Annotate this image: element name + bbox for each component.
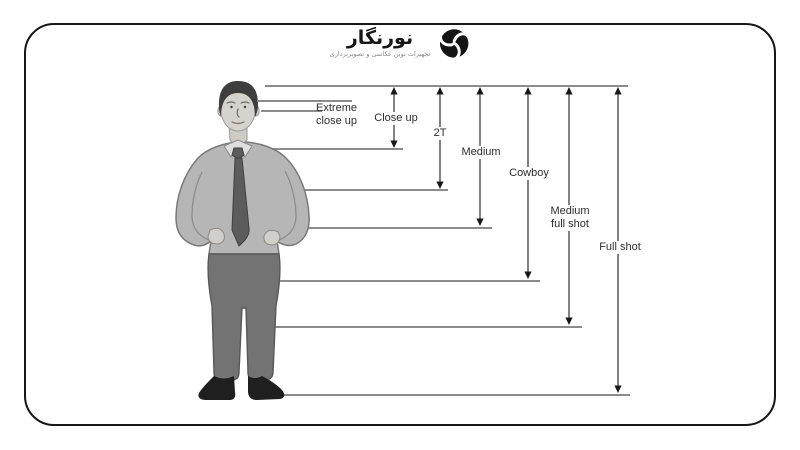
arrow-full-shot	[614, 87, 622, 393]
rounded-frame-border	[24, 23, 776, 426]
pinwheel-shutter-icon	[438, 29, 471, 60]
man-collar	[223, 139, 253, 158]
man-left-shoe	[198, 376, 236, 400]
standing-man-illustration	[175, 81, 310, 400]
label-two-t: 2T	[430, 127, 450, 141]
man-trousers	[207, 253, 281, 381]
label-close-up: Close up	[371, 112, 421, 126]
man-right-shoe	[248, 376, 285, 400]
brand-name: نورنگار	[346, 26, 414, 49]
man-hair	[218, 81, 258, 117]
man-tie	[231, 157, 250, 247]
label-full-shot: Full shot	[596, 241, 644, 255]
label-extreme-close-up: Extreme close up	[316, 102, 357, 128]
label-medium: Medium	[458, 146, 504, 160]
brand-text-block: نورنگار تجهیزات نوین عکاسی و تصویربرداری	[329, 26, 431, 59]
extreme-close-up-pointer-lines	[257, 100, 352, 112]
arrow-cowboy	[524, 87, 532, 279]
man-left-hand	[207, 227, 225, 245]
label-medium-full-shot: Medium full shot	[547, 205, 593, 232]
man-arm-creases	[191, 170, 297, 242]
label-cowboy: Cowboy	[506, 167, 552, 181]
measurement-arrows	[390, 87, 622, 393]
man-tie-knot	[231, 147, 245, 160]
brand-tagline: تجهیزات نوین عکاسی و تصویربرداری	[329, 50, 431, 59]
man-face-features	[226, 101, 250, 125]
man-right-hand	[263, 229, 281, 246]
brand-logo: نورنگار تجهیزات نوین عکاسی و تصویربرداری	[330, 27, 471, 60]
